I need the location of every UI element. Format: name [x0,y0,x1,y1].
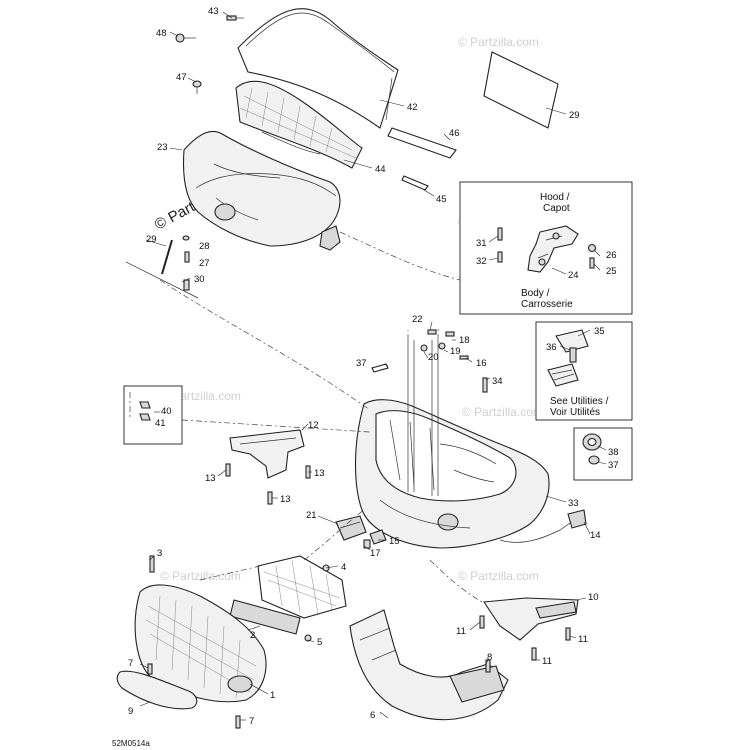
knob-part [175,33,196,43]
callout-48: 48 [156,28,167,39]
callout-26: 26 [606,250,617,261]
callout-5: 5 [317,637,322,648]
figure-code: 52M0514a [112,739,150,748]
hood-note: Capot [543,203,570,214]
windshield-part [237,8,399,129]
callout-29: 29 [569,110,580,121]
hinge-detail-box: Hood / Capot Body / Carrosserie [459,181,633,315]
callout-11: 11 [542,656,552,667]
hood-note: Hood / [540,192,570,203]
callout-8: 8 [487,652,492,663]
callout-34: 34 [492,376,503,387]
callout-labels: 43 48 47 42 29 46 44 23 45 29 28 27 30 3… [128,6,619,727]
wire-part [499,509,587,543]
callout-13: 13 [205,473,216,484]
belly-pan-part [349,609,509,721]
callout-11: 11 [456,626,466,637]
skid-part [116,663,198,710]
strip-part [387,127,457,159]
callout-23: 23 [157,142,168,153]
utilities-note: See Utilities / [550,396,609,407]
clip-detail-box [123,385,183,445]
callout-36: 36 [546,342,557,353]
callout-42: 42 [407,102,418,113]
callout-31: 31 [476,238,487,249]
callout-6: 6 [370,710,375,721]
watermark: © Partzilla.com [462,405,543,419]
callout-43: 43 [208,6,219,17]
assembly-lines [129,231,487,605]
callout-40: 40 [161,406,172,417]
callout-21: 21 [306,510,317,521]
callout-30: 30 [194,274,205,285]
callout-14: 14 [590,530,601,541]
connector-part [363,529,387,549]
watermark: © Partzilla.com [160,569,241,583]
callout-7: 7 [249,716,254,727]
callout-3: 3 [157,548,162,559]
callout-37: 37 [608,460,619,471]
callout-13: 13 [280,494,291,505]
callout-13: 13 [314,468,325,479]
callout-19: 19 [450,346,461,357]
grommet-detail-box [573,427,633,481]
leader-lines [139,11,607,721]
callout-46: 46 [449,128,460,139]
watermark: © Partzilla.com [458,35,539,49]
callout-18: 18 [459,335,470,346]
utilities-note: Voir Utilités [550,407,600,418]
rivet-part [192,80,202,94]
callout-44: 44 [375,164,386,175]
callout-15: 15 [389,536,400,547]
hinge-part [319,225,341,251]
front-bumper-part [134,555,267,729]
callout-2: 2 [250,630,255,641]
watermark: © Partzilla.com [458,569,539,583]
callout-35: 35 [594,326,605,337]
callout-25: 25 [606,266,617,277]
callout-24: 24 [568,270,579,281]
callout-29: 29 [146,234,157,245]
fasteners [420,329,488,393]
hood-prop-part [125,235,199,299]
callout-32: 32 [476,256,487,267]
light-part [335,515,367,541]
small-strip-part [401,175,429,191]
body-note: Carrosserie [521,299,573,310]
body-note: Body / [521,288,550,299]
callout-4: 4 [341,562,346,573]
callout-1: 1 [270,690,275,701]
decal-part [483,51,559,129]
callout-28: 28 [199,241,210,252]
callout-41: 41 [155,418,166,429]
utilities-detail-box: See Utilities / Voir Utilités [535,321,633,421]
frame-part [229,555,347,642]
callout-20: 20 [428,352,439,363]
callout-38: 38 [608,447,619,458]
side-panel-part [479,597,579,661]
callout-22: 22 [412,314,423,325]
callout-17: 17 [370,548,381,559]
trim-part [371,363,389,373]
callout-12: 12 [308,420,319,431]
main-body-part [355,399,550,549]
callout-37: 37 [356,358,367,369]
bracket-part [225,429,311,505]
hood-part [183,130,341,247]
callout-11: 11 [578,634,588,645]
callout-16: 16 [476,358,487,369]
callout-47: 47 [176,72,187,83]
callout-9: 9 [128,706,133,717]
callout-27: 27 [199,258,210,269]
callout-7: 7 [128,658,133,669]
callout-45: 45 [436,194,447,205]
windshield-base-part [235,80,363,169]
body-posts [407,340,439,496]
callout-33: 33 [568,498,579,509]
callout-10: 10 [588,592,599,603]
